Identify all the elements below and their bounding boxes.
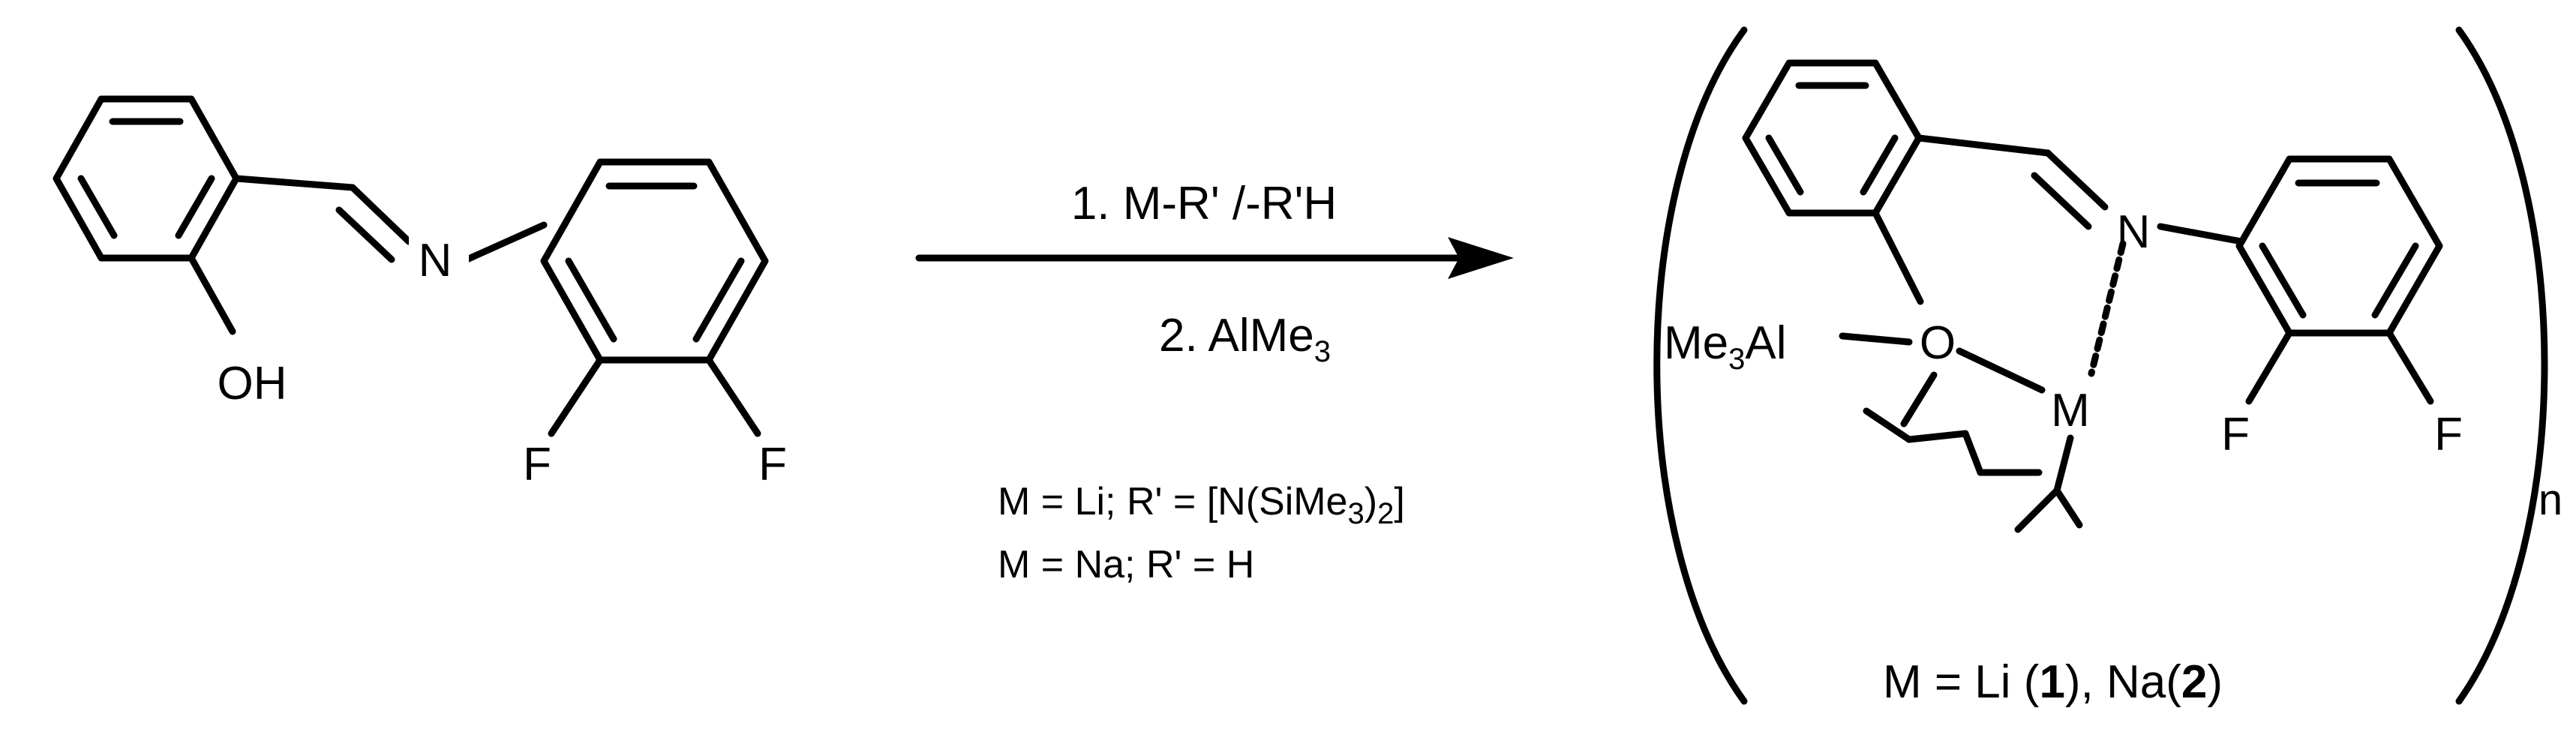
reactant-n-label: N [419,235,452,286]
polymer-link-bond [2053,487,2083,529]
reaction-step-1: 1. M-R' /-R'H [1071,178,1337,230]
conditions-li: M = Li; R' = [N(SiMe3)2] [998,480,1405,530]
imine-double-bond-inner [2031,172,2092,230]
polymer-link-bond [1905,430,1969,443]
polymer-link-cross [1863,407,1913,443]
phenol-ring-inner-bond [175,175,215,239]
n-m-coordination-bond [2088,240,2127,377]
polymer-link-bond [2053,434,2074,494]
polymer-index-n: n [2538,476,2562,524]
ch-bond [1915,134,2052,157]
phenoxide-inner-bond [1765,134,1804,196]
polymer-link-cross [2014,487,2061,533]
product-f1-label: F [2221,409,2250,460]
n-aryl-bond [460,221,548,265]
reactant-oh-label: OH [218,358,287,410]
phenol-ring-inner-bond [77,175,118,239]
n-aryl-bond [2157,223,2245,245]
aryl-inner-bond [565,257,617,343]
reactant-f2-label: F [758,439,787,490]
n-label-mask [409,225,469,285]
c-f-bond [705,356,761,437]
reaction-arrow-head [1448,237,1514,279]
imine-double-bond-inner [335,206,395,263]
polymer-link-bond [1962,430,1984,476]
o-m-bond [1956,347,2046,394]
c-f-bond [2245,329,2293,405]
product-m-label: M [2051,385,2090,436]
aryl-inner-bond [2371,242,2419,319]
reactant-structure [53,95,769,437]
reaction-step-2: 2. AlMe3 [1159,310,1331,368]
product-o-label: O [1920,317,1956,369]
aryl-inner-bond [692,257,745,343]
imine-double-bond [349,184,413,245]
reactant-f1-label: F [523,439,551,490]
difluorophenyl-ring [540,158,769,364]
c-o-bond [188,254,236,335]
product-caption: M = Li (1), Na(2) [1883,656,2223,708]
product-me3al-label: Me3Al [1664,317,1787,376]
right-parenthesis [2455,26,2548,705]
c-f-bond [2385,329,2434,405]
aryl-inner-bond [2259,242,2307,319]
phenoxide-inner-bond [1860,134,1899,196]
c-f-bond [548,356,604,437]
al-o-bond [1839,332,1913,346]
product-n-label: N [2117,206,2151,258]
product-structure [1653,26,2548,705]
imine-double-bond [2044,149,2109,211]
left-parenthesis [1653,26,1748,705]
polymer-link-bond [1900,371,1938,428]
conditions-na: M = Na; R' = H [998,543,1254,586]
c-o-bond [1872,209,1924,305]
ch-bond [233,175,356,191]
product-f2-label: F [2434,409,2463,460]
